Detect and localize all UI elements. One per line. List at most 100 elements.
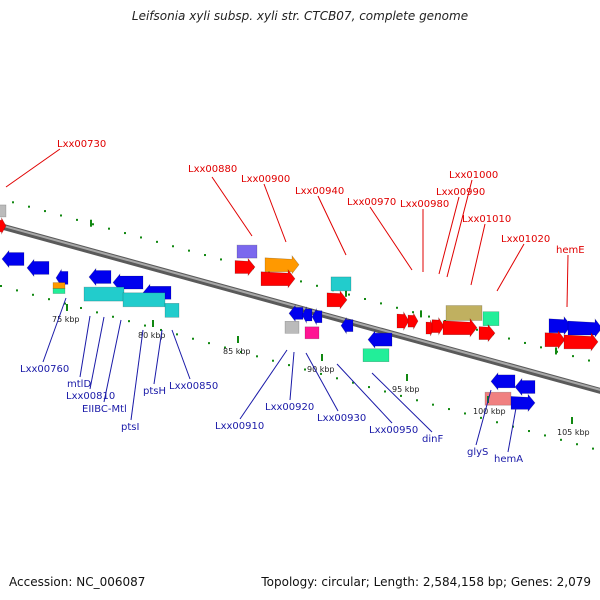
upper-dot bbox=[108, 227, 110, 230]
gene-label-lxx00930: Lxx00930 bbox=[317, 413, 366, 424]
upper-tick bbox=[90, 219, 92, 227]
gene-arrow bbox=[510, 393, 536, 413]
scale-label: 95 kbp bbox=[392, 385, 420, 394]
lower-dot bbox=[416, 399, 418, 402]
gene-label-lxx00970: Lxx00970 bbox=[347, 197, 396, 208]
gene-label-lxx00810: Lxx00810 bbox=[66, 391, 115, 402]
gene-label-lxx01000: Lxx01000 bbox=[449, 170, 498, 181]
upper-dot bbox=[76, 218, 78, 221]
leader-line bbox=[103, 319, 122, 403]
gene-arrow bbox=[264, 254, 300, 275]
lower-dot bbox=[352, 381, 354, 384]
upper-dot bbox=[412, 311, 414, 314]
gene-arrow bbox=[234, 257, 256, 277]
gene-label-lxx00910: Lxx00910 bbox=[215, 421, 264, 432]
lower-dot bbox=[448, 408, 450, 411]
leader-line bbox=[89, 316, 105, 390]
gene-arrow bbox=[442, 317, 478, 338]
gene-label-lxx01020: Lxx01020 bbox=[501, 234, 550, 245]
lower-dot bbox=[400, 394, 402, 397]
gene-arrow bbox=[326, 289, 348, 310]
map-title: Leifsonia xyli subsp. xyli str. CTCB07, … bbox=[131, 9, 469, 23]
lower-dot bbox=[528, 430, 530, 433]
leader-line bbox=[211, 176, 253, 237]
gene-label-mtld: mtlD bbox=[67, 379, 91, 390]
lower-dot bbox=[304, 368, 306, 371]
upper-dot bbox=[140, 236, 142, 239]
gene-label-lxx00990: Lxx00990 bbox=[436, 187, 485, 198]
scale-tick bbox=[66, 304, 68, 311]
upper-tick bbox=[555, 347, 557, 355]
upper-dot bbox=[12, 201, 14, 204]
lower-dot bbox=[592, 447, 594, 450]
gene-arrow bbox=[1, 249, 25, 269]
lower-dot bbox=[320, 372, 322, 375]
leader-line bbox=[130, 329, 144, 421]
gene-arrow bbox=[55, 268, 69, 288]
lower-dot bbox=[160, 328, 162, 331]
upper-dot bbox=[60, 214, 62, 217]
leader-line bbox=[263, 183, 287, 243]
leader-line bbox=[79, 315, 91, 378]
lower-dot bbox=[240, 350, 242, 353]
gene-arrow bbox=[563, 332, 599, 352]
leader-line bbox=[566, 254, 569, 308]
gene-arrow bbox=[478, 323, 496, 343]
gene-label-ptsh: ptsH bbox=[143, 386, 166, 397]
lower-dot bbox=[224, 346, 226, 349]
upper-dot bbox=[300, 280, 302, 283]
scale-label: 100 kbp bbox=[473, 407, 506, 416]
gene-label-glys: glyS bbox=[467, 447, 488, 458]
gene-box bbox=[236, 244, 258, 259]
upper-dot bbox=[364, 297, 366, 300]
leader-line bbox=[289, 351, 295, 401]
leader-line bbox=[239, 349, 288, 420]
upper-dot bbox=[524, 341, 526, 344]
gene-label-lxx00920: Lxx00920 bbox=[265, 402, 314, 413]
leader-line bbox=[507, 407, 517, 453]
upper-dot bbox=[156, 240, 158, 243]
upper-dot bbox=[204, 254, 206, 257]
lower-dot bbox=[64, 302, 66, 305]
gene-arrow bbox=[431, 316, 445, 336]
lower-dot bbox=[176, 333, 178, 336]
scale-tick bbox=[406, 374, 408, 381]
lower-dot bbox=[96, 311, 98, 314]
gene-arrow bbox=[567, 318, 600, 338]
lower-dot bbox=[432, 403, 434, 406]
lower-dot bbox=[544, 434, 546, 437]
gene-box bbox=[304, 326, 320, 340]
scale-label: 105 kbp bbox=[557, 428, 590, 437]
gene-label-dinf: dinF bbox=[422, 434, 443, 445]
gene-arrow bbox=[112, 273, 144, 292]
lower-dot bbox=[208, 342, 210, 345]
gene-box bbox=[164, 303, 180, 318]
upper-dot bbox=[572, 355, 574, 358]
gene-box bbox=[284, 320, 300, 334]
lower-dot bbox=[144, 324, 146, 327]
gene-box bbox=[330, 276, 352, 292]
lower-dot bbox=[256, 355, 258, 358]
gene-arrow bbox=[490, 372, 516, 391]
gene-box bbox=[52, 288, 66, 294]
leader-line bbox=[496, 243, 525, 292]
lower-dot bbox=[0, 285, 2, 287]
leader-line bbox=[438, 196, 460, 275]
upper-dot bbox=[92, 223, 94, 226]
scale-tick bbox=[571, 417, 573, 424]
upper-dot bbox=[380, 302, 382, 305]
lower-dot bbox=[272, 359, 274, 362]
genome-summary-text: Topology: circular; Length: 2,584,158 bp… bbox=[261, 575, 591, 589]
leader-line bbox=[305, 352, 339, 412]
upper-dot bbox=[428, 315, 430, 318]
upper-tick bbox=[345, 289, 347, 297]
leader-line bbox=[153, 329, 163, 385]
lower-dot bbox=[112, 315, 114, 318]
leader-line bbox=[336, 363, 393, 424]
gene-label-lxx00980: Lxx00980 bbox=[400, 199, 449, 210]
gene-arrow bbox=[396, 310, 410, 332]
gene-box bbox=[122, 292, 166, 308]
gene-arrow bbox=[548, 315, 572, 336]
scale-tick bbox=[237, 336, 239, 343]
